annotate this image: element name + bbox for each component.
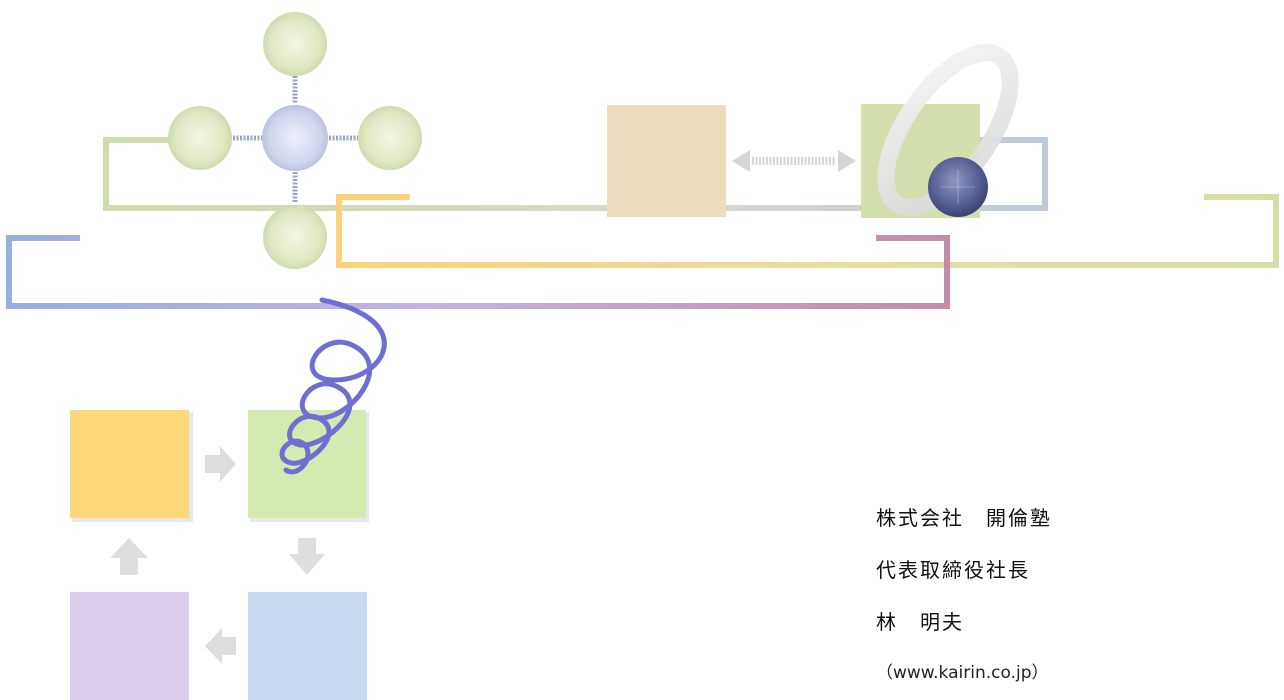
green-sphere-top — [263, 12, 327, 76]
sphere-cluster — [168, 12, 422, 269]
green-sphere-bottom — [263, 205, 327, 269]
sky-tile — [248, 592, 367, 700]
arrow-up-icon — [110, 538, 148, 575]
arrow-down-icon — [289, 538, 325, 575]
gray-ring — [877, 43, 1019, 217]
person-name: 林 明夫 — [876, 610, 964, 634]
green-sphere-left — [168, 106, 232, 170]
company-name: 株式会社 開倫塾 — [876, 506, 1052, 530]
spiral-icon — [279, 297, 387, 475]
website-link[interactable]: （www.kairin.co.jp） — [876, 663, 1049, 683]
lilac-tile — [70, 592, 189, 700]
cycle-diagram — [70, 410, 369, 700]
yellow-tile — [70, 410, 189, 518]
green-connector — [103, 137, 1048, 211]
arrow-right-icon — [205, 446, 236, 482]
yellow-connector — [336, 194, 1279, 268]
connector-lines — [6, 137, 1279, 309]
position-title: 代表取締役社長 — [876, 558, 1030, 582]
green-sphere-right — [358, 106, 422, 170]
double-arrow-icon — [732, 150, 856, 172]
blue-purple-connector — [6, 235, 950, 309]
tan-tile — [607, 105, 726, 217]
blue-sphere-center — [262, 105, 328, 171]
arrow-left-icon — [205, 628, 236, 664]
